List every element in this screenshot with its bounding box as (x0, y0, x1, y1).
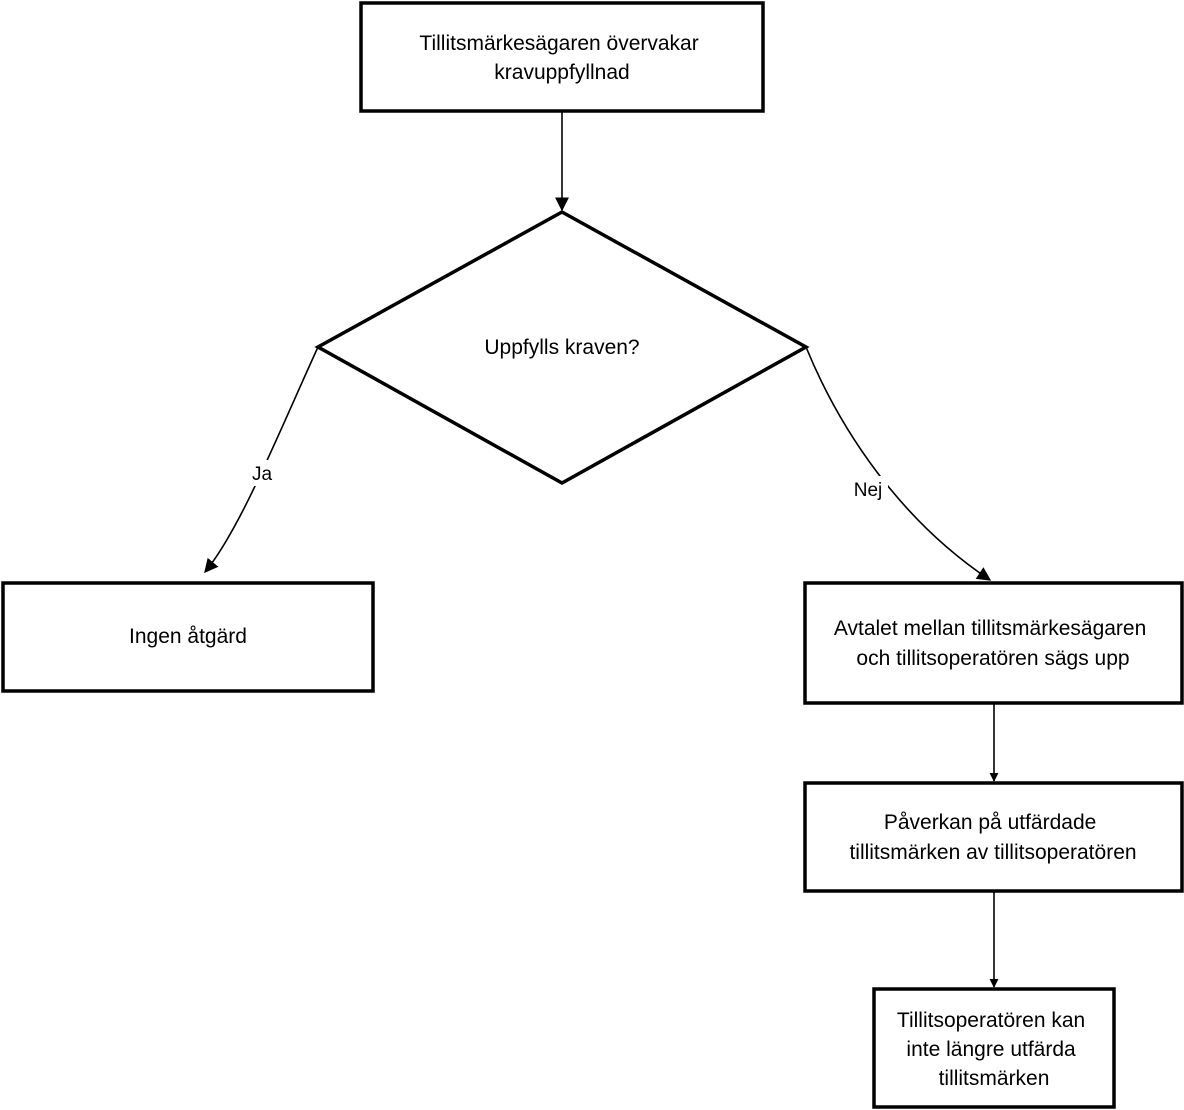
node-monitor-requirements: Tillitsmärkesägaren övervakar kravuppfyl… (359, 1, 765, 113)
svg-text:Uppfylls kraven?: Uppfylls kraven? (484, 336, 639, 359)
node-impact-on-issued-marks: Påverkan på utfärdade tillitsmärken av t… (803, 781, 1184, 893)
edge-decision-to-no-action (204, 346, 319, 574)
edge-label-yes: Ja (246, 460, 278, 486)
node-terminate-agreement: Avtalet mellan tillitsmärkesägaren och t… (803, 581, 1184, 705)
svg-text:Avtalet mellan tillitsmärkesäg: Avtalet mellan tillitsmärkesägaren och t… (834, 617, 1152, 670)
node-cannot-issue-marks: Tillitsoperatören kan inte längre utfärd… (872, 987, 1116, 1109)
edge-label-no: Nej (848, 476, 888, 502)
edge-decision-to-terminate (805, 346, 992, 581)
node-no-action: Ingen åtgärd (1, 581, 375, 693)
svg-text:Ja: Ja (252, 464, 273, 485)
svg-text:Tillitsmärkesägaren övervakar: Tillitsmärkesägaren övervakar kravuppfyl… (419, 32, 704, 84)
svg-text:Nej: Nej (854, 480, 883, 501)
svg-text:Ingen åtgärd: Ingen åtgärd (129, 625, 247, 648)
svg-text:Tillitsoperatören kan in: Tillitsoperatören kan inte längre utfärd… (897, 1009, 1091, 1090)
node-decision-requirements-met: Uppfylls kraven? (314, 210, 810, 486)
svg-text:Påverkan på utfärdade ti: Påverkan på utfärdade tillitsmärken av t… (849, 811, 1136, 864)
